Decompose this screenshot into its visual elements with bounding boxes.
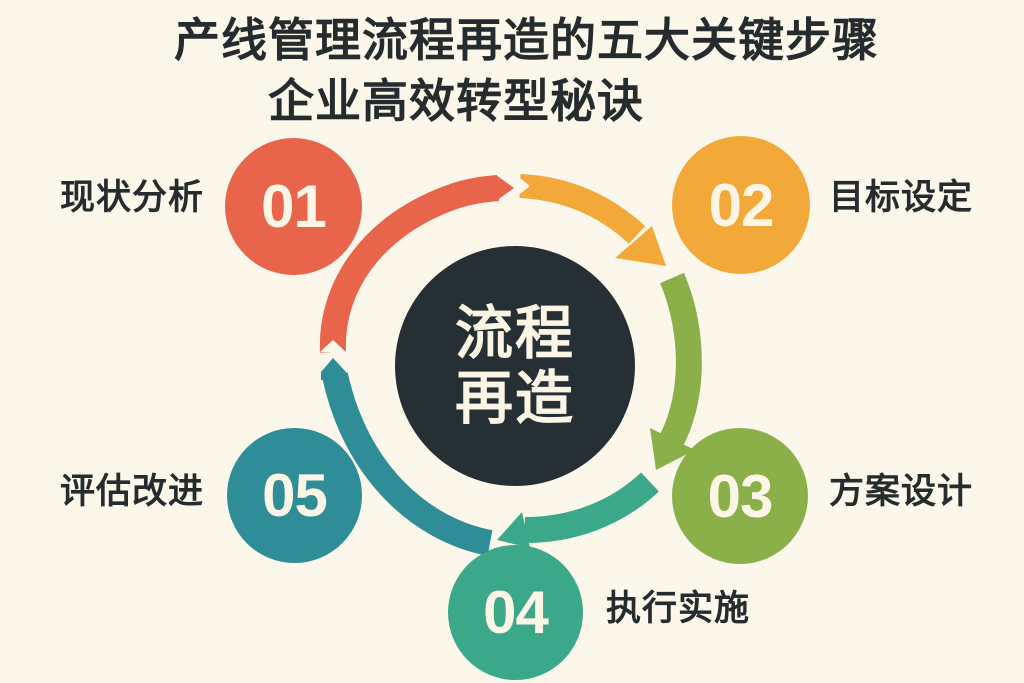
step-number: 03 (707, 462, 774, 530)
step-label-01: 现状分析 (60, 178, 205, 218)
step-badge-01: 01 (225, 138, 362, 275)
step-badge-04: 04 (448, 545, 583, 680)
arrow-step-1 (319, 175, 514, 353)
title-line-1: 产线管理流程再造的五大关键步骤 (174, 13, 879, 67)
step-number: 01 (261, 173, 327, 240)
step-badge-03: 03 (672, 428, 808, 564)
step-number: 04 (483, 579, 549, 646)
arrow-step-4 (497, 472, 659, 548)
arrow-step-3 (650, 272, 702, 470)
step-number: 02 (708, 171, 775, 239)
step-badge-05: 05 (227, 428, 362, 563)
center-text-line-1: 流程 (454, 299, 575, 368)
step-label-03: 方案设计 (829, 472, 974, 512)
arrow-step-5 (321, 358, 493, 556)
title-line-2: 企业高效转型秘诀 (268, 74, 644, 128)
step-label-05: 评估改进 (60, 472, 205, 512)
step-number: 05 (262, 462, 328, 529)
step-label-02: 目标设定 (829, 178, 974, 218)
center-text-line-2: 再造 (454, 364, 575, 432)
step-label-04: 执行实施 (606, 589, 751, 629)
step-badge-02: 02 (672, 136, 810, 274)
arrow-step-2 (515, 174, 666, 266)
center-circle: 流程 再造 (395, 246, 635, 486)
